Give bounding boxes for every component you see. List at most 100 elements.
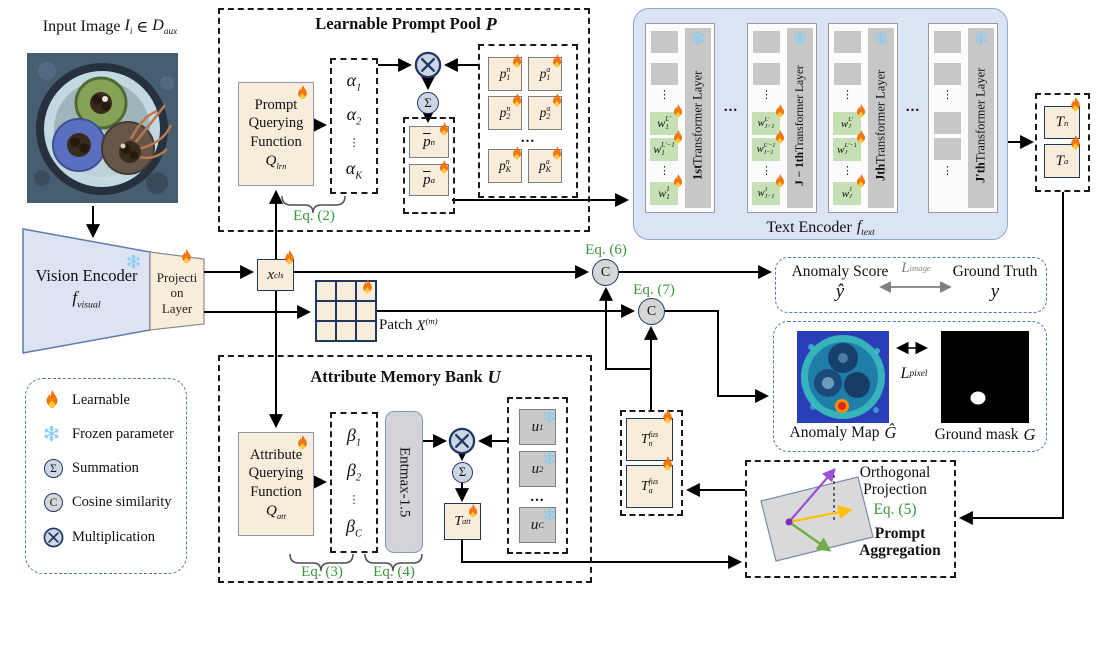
fire-icon [511, 54, 523, 68]
eq7-label: Eq. (7) [633, 282, 675, 298]
transformer-bar: J′th Transformer Layer [968, 28, 994, 208]
multiplication-icon [414, 51, 442, 79]
prompt-bold-label: Prompt [874, 525, 926, 542]
multiplication-icon [448, 427, 476, 455]
image-loss-panel [775, 257, 1047, 313]
anomaly-map-image [797, 331, 889, 423]
token-box [834, 31, 861, 53]
brace-eq2 [281, 195, 346, 214]
fire-icon [296, 435, 309, 450]
fire-icon [1069, 135, 1082, 150]
script-P-symbol: P [485, 13, 497, 34]
snowflake-icon [43, 425, 60, 442]
vertical-dots: ⋮ [942, 164, 953, 177]
patch-label: Patch X(m) [379, 315, 438, 334]
fused-embeddings-box [620, 410, 683, 516]
token-box [651, 63, 678, 85]
vector-yellow [788, 505, 853, 524]
transformer-bar: 1st Transformer Layer [685, 28, 711, 208]
snowflake-icon [543, 508, 556, 521]
vector-purple [788, 468, 836, 523]
fire-icon [661, 409, 674, 424]
vertical-dots: ⋮ [659, 88, 670, 101]
fire-icon [438, 160, 450, 174]
legend-label-cosine: Cosine similarity [72, 494, 172, 510]
input-image [27, 53, 178, 203]
prompt-pool-title: Learnable Prompt Pool P [315, 13, 497, 34]
snowflake-icon [126, 254, 141, 269]
legend-label-frozen: Frozen parameter [72, 426, 174, 442]
vertical-dots: ⋮ [348, 493, 360, 507]
vertical-dots: ⋮ [942, 88, 953, 101]
y-label: y [990, 281, 1000, 302]
projection-label: Projection [863, 481, 927, 498]
brace-eq3 [289, 553, 354, 572]
fire-icon [774, 104, 786, 118]
memory-items-box [507, 397, 568, 554]
vision-encoder-math: fvisual [72, 288, 101, 311]
token-box [753, 63, 780, 85]
token-box [651, 31, 678, 53]
ground-mask-caption: Ground mask G [934, 425, 1036, 444]
fire-icon [661, 456, 674, 471]
snowflake-icon [874, 31, 888, 45]
fire-icon [44, 390, 60, 409]
script-U-symbol: U [487, 366, 501, 387]
token-box [934, 138, 961, 160]
fire-icon [551, 54, 563, 68]
summation-icon: Σ [417, 92, 439, 114]
token-box [834, 63, 861, 85]
text-embeddings-box [1035, 93, 1090, 192]
eq2-label: Eq. (2) [293, 208, 335, 224]
fire-icon [855, 130, 867, 144]
fire-icon [296, 85, 309, 100]
memory-bank-panel [218, 355, 592, 583]
y-hat: ŷ [835, 281, 845, 302]
transformer-bar-label: 1st Transformer Layer [690, 70, 705, 181]
memory-bank-title: Attribute Memory Bank U [310, 366, 501, 387]
input-math-I: Ii [124, 16, 133, 38]
ellipsis: ... [905, 99, 921, 115]
transformer-bar: Jth Transformer Layer [868, 28, 894, 208]
eq6-label: Eq. (6) [585, 242, 627, 258]
projection-layer-label: Projecti on Layer [156, 269, 198, 316]
legend-label-multiplication: Multiplication [72, 529, 155, 545]
snowflake-icon [543, 452, 556, 465]
vector-green [788, 521, 832, 552]
entmax-box: Entmax-1.5 [385, 411, 423, 553]
eq5-label: Eq. (5) [873, 501, 917, 518]
vertical-dots: ⋮ [842, 88, 853, 101]
attribute-querying-function-box: Attribute Querying Function Qatt [238, 432, 314, 536]
cosine-similarity-icon: C [592, 259, 619, 286]
legend-panel [25, 378, 187, 574]
fire-icon [511, 146, 523, 160]
prompt-pool-panel [218, 8, 590, 232]
transformer-bar-label: Jth Transformer Layer [873, 69, 888, 182]
vector-origin-dot [785, 518, 793, 526]
snowflake-icon [691, 31, 705, 45]
beta-weights-box: β1 β2 ⋮ βC [330, 412, 378, 553]
legend-label-learnable: Learnable [72, 392, 130, 408]
ground-truth-label: Ground Truth [952, 263, 1038, 280]
fire-icon [672, 104, 684, 118]
prompt-pool-items-box [478, 44, 578, 198]
summation-icon: Σ [44, 459, 63, 478]
transformer-layer-Jprime: ⋮ ⋮ J′th Transformer Layer [928, 23, 998, 213]
transformer-bar-label: J − 1th Transformer Layer [794, 65, 806, 186]
fire-icon [855, 104, 867, 118]
fire-icon [361, 279, 374, 294]
vertical-dots: ⋮ [348, 136, 360, 150]
ellipsis: ... [723, 99, 739, 115]
snowflake-icon [974, 31, 988, 45]
ellipsis: ... [530, 489, 545, 505]
vertical-dots: ⋮ [842, 164, 853, 177]
